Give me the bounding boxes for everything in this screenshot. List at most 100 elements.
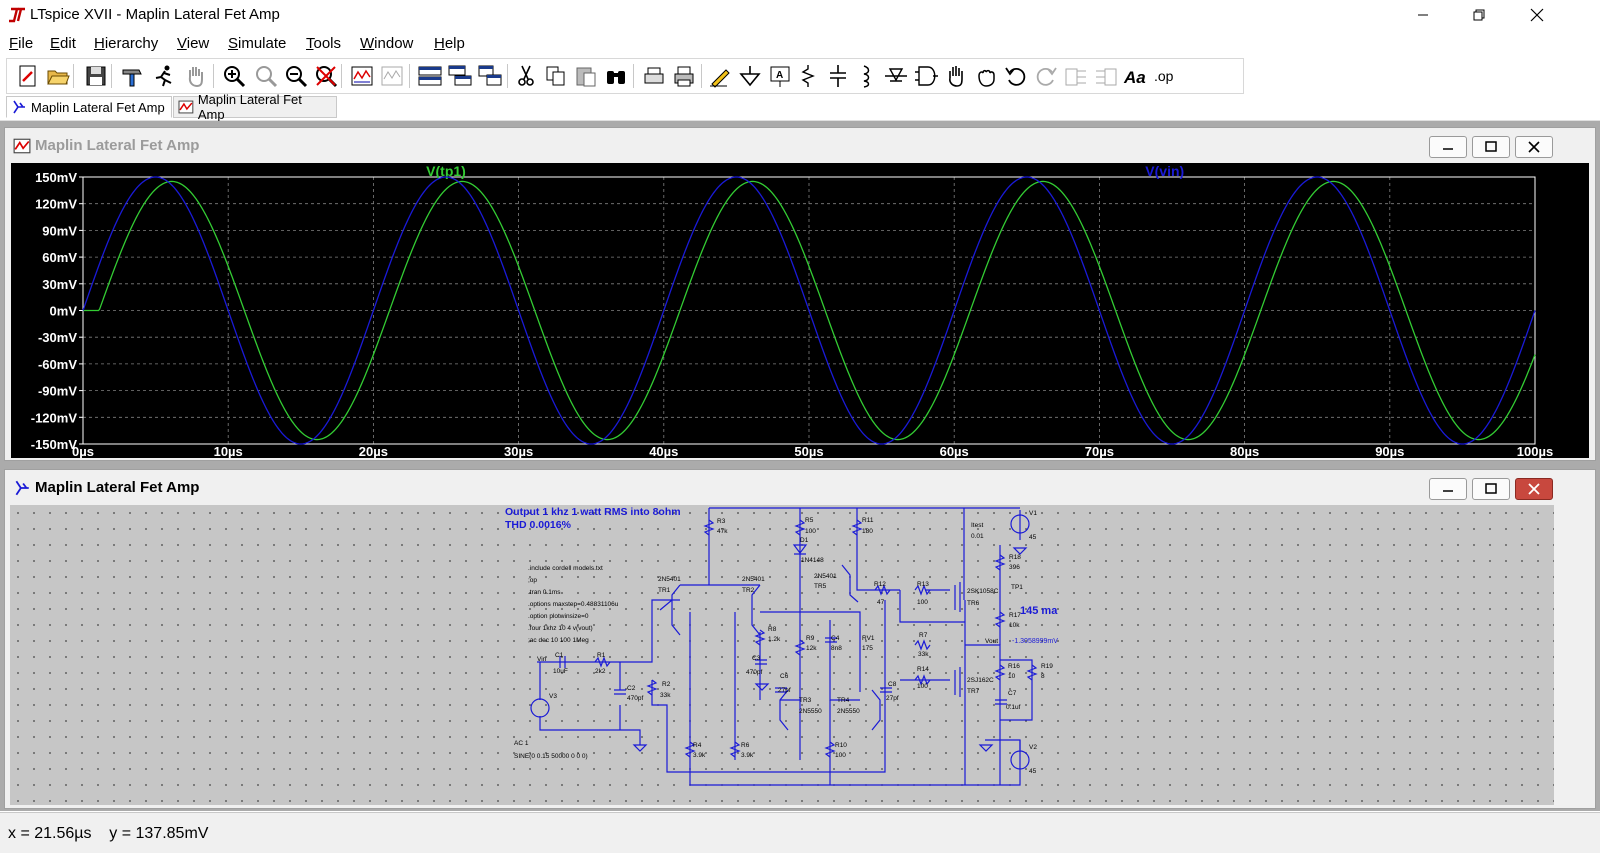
zoom-rect-button[interactable] bbox=[253, 63, 279, 89]
inductor-button[interactable] bbox=[853, 63, 879, 89]
diode-button[interactable] bbox=[883, 63, 909, 89]
y-tick-label: 0mV bbox=[50, 304, 78, 319]
spice-directive[interactable]: .include cordell models.txt bbox=[528, 565, 603, 572]
pan-button[interactable] bbox=[183, 63, 209, 89]
component-label: R11 bbox=[862, 517, 874, 524]
capacitor-button[interactable] bbox=[825, 63, 851, 89]
autorange-button[interactable] bbox=[349, 63, 375, 89]
toolbar: A Aa .op bbox=[6, 58, 1244, 94]
component-label: Vin bbox=[537, 656, 547, 663]
zoom-out-button[interactable] bbox=[283, 63, 309, 89]
menu-hierarchy[interactable]: Hierarchy bbox=[94, 35, 159, 52]
print-button[interactable] bbox=[671, 63, 697, 89]
menu-file[interactable]: File bbox=[9, 35, 34, 52]
tab-schematic[interactable]: Maplin Lateral Fet Amp bbox=[6, 96, 172, 118]
component-button[interactable] bbox=[913, 63, 939, 89]
component-label: R16 bbox=[1008, 663, 1020, 670]
resistor-button[interactable] bbox=[795, 63, 821, 89]
trace-label[interactable]: V(vin) bbox=[1145, 163, 1184, 179]
paste-button[interactable] bbox=[573, 63, 599, 89]
spice-directive-button[interactable]: .op bbox=[1153, 63, 1179, 89]
drag-button[interactable] bbox=[973, 63, 999, 89]
undo-button[interactable] bbox=[1003, 63, 1029, 89]
zoom-in-button[interactable] bbox=[221, 63, 247, 89]
tile-vertical-button[interactable] bbox=[447, 63, 473, 89]
component-label: 396 bbox=[1009, 564, 1020, 571]
menu-help[interactable]: Help bbox=[434, 35, 465, 52]
menu-window[interactable]: Window bbox=[360, 35, 414, 52]
component-label: R18 bbox=[1009, 554, 1021, 561]
ground-button[interactable] bbox=[737, 63, 763, 89]
waveform-minimize-button[interactable] bbox=[1429, 136, 1467, 158]
schematic-minimize-button[interactable] bbox=[1429, 478, 1467, 500]
inductor-icon bbox=[863, 65, 870, 88]
zoom-icon bbox=[256, 66, 278, 88]
copy-button[interactable] bbox=[543, 63, 569, 89]
component-label: 2N5401 bbox=[658, 576, 681, 583]
waveform-maximize-button[interactable] bbox=[1472, 136, 1510, 158]
cascade-icon bbox=[478, 65, 502, 86]
component-label: R1 bbox=[597, 652, 606, 659]
spice-directive[interactable]: .option plotwinsize=0 bbox=[528, 613, 589, 620]
component-label: 100 bbox=[805, 528, 816, 535]
save-button[interactable] bbox=[83, 63, 109, 89]
printer-setup-icon bbox=[644, 67, 664, 84]
component-label: C2 bbox=[627, 685, 636, 692]
zoom-out-icon bbox=[286, 66, 308, 88]
zoom-fit-button[interactable] bbox=[313, 63, 339, 89]
mirror-button[interactable] bbox=[1093, 63, 1119, 89]
source-ac-label: AC 1 bbox=[514, 740, 529, 747]
restore-button[interactable] bbox=[1456, 0, 1502, 30]
rotate-button[interactable] bbox=[1063, 63, 1089, 89]
cut-button[interactable] bbox=[513, 63, 539, 89]
y-tick-label: -150mV bbox=[31, 437, 78, 452]
tab-waveform[interactable]: Maplin Lateral Fet Amp bbox=[173, 92, 337, 122]
close-icon bbox=[1530, 8, 1544, 22]
label-net-button[interactable]: A bbox=[767, 63, 793, 89]
open-button[interactable] bbox=[45, 63, 71, 89]
spice-directive[interactable]: .four 1khz 10 4 v(vout) bbox=[528, 625, 593, 632]
close-button[interactable] bbox=[1514, 0, 1560, 30]
control-panel-button[interactable] bbox=[119, 63, 145, 89]
spice-directive[interactable]: .options maxstep=0.48831106u bbox=[528, 601, 619, 608]
component-label: D1 bbox=[800, 537, 809, 544]
y-tick-label: -90mV bbox=[38, 384, 77, 399]
schematic-labels: R347kR5100D11N4148R11180Itest0.01V145R18… bbox=[537, 510, 1053, 775]
edit-trace-button[interactable] bbox=[379, 63, 405, 89]
measurement-current: 145 ma bbox=[1020, 605, 1058, 617]
text-button[interactable]: Aa bbox=[1123, 63, 1149, 89]
spice-directive[interactable]: ;ac dec 10 100 1Meg bbox=[528, 637, 589, 644]
redo-button[interactable] bbox=[1033, 63, 1059, 89]
print-setup-button[interactable] bbox=[641, 63, 667, 89]
schematic-maximize-button[interactable] bbox=[1472, 478, 1510, 500]
draw-wire-button[interactable] bbox=[707, 63, 733, 89]
schematic-close-button[interactable] bbox=[1515, 478, 1553, 500]
menu-view[interactable]: View bbox=[177, 35, 210, 52]
zoom-cancel-icon bbox=[316, 66, 338, 88]
component-label: TR3 bbox=[799, 697, 812, 704]
new-schematic-button[interactable] bbox=[15, 63, 41, 89]
trace-label[interactable]: V(tp1) bbox=[426, 163, 466, 179]
menu-edit[interactable]: Edit bbox=[50, 35, 76, 52]
spice-directive[interactable]: ;op bbox=[528, 577, 537, 584]
run-button[interactable] bbox=[151, 63, 177, 89]
tile-horizontal-button[interactable] bbox=[417, 63, 443, 89]
component-label: R2 bbox=[662, 681, 671, 688]
component-label: 27pf bbox=[886, 695, 899, 702]
zoom-in-icon bbox=[224, 66, 246, 88]
move-button[interactable] bbox=[943, 63, 969, 89]
capacitor-icon bbox=[830, 65, 846, 87]
find-button[interactable] bbox=[603, 63, 629, 89]
waveform-window-title: Maplin Lateral Fet Amp bbox=[35, 137, 200, 154]
schematic-canvas[interactable]: R347kR5100D11N4148R11180Itest0.01V145R18… bbox=[10, 505, 1554, 805]
waveform-window-icon bbox=[13, 138, 31, 154]
cascade-button[interactable] bbox=[477, 63, 503, 89]
minimize-button[interactable] bbox=[1400, 0, 1446, 30]
menu-tools[interactable]: Tools bbox=[306, 35, 342, 52]
menu-simulate[interactable]: Simulate bbox=[228, 35, 287, 52]
waveform-close-button[interactable] bbox=[1515, 136, 1553, 158]
y-tick-label: 90mV bbox=[42, 223, 77, 238]
minimize-icon bbox=[1443, 148, 1453, 150]
spice-directive[interactable]: .tran 0.1ms bbox=[528, 589, 561, 596]
